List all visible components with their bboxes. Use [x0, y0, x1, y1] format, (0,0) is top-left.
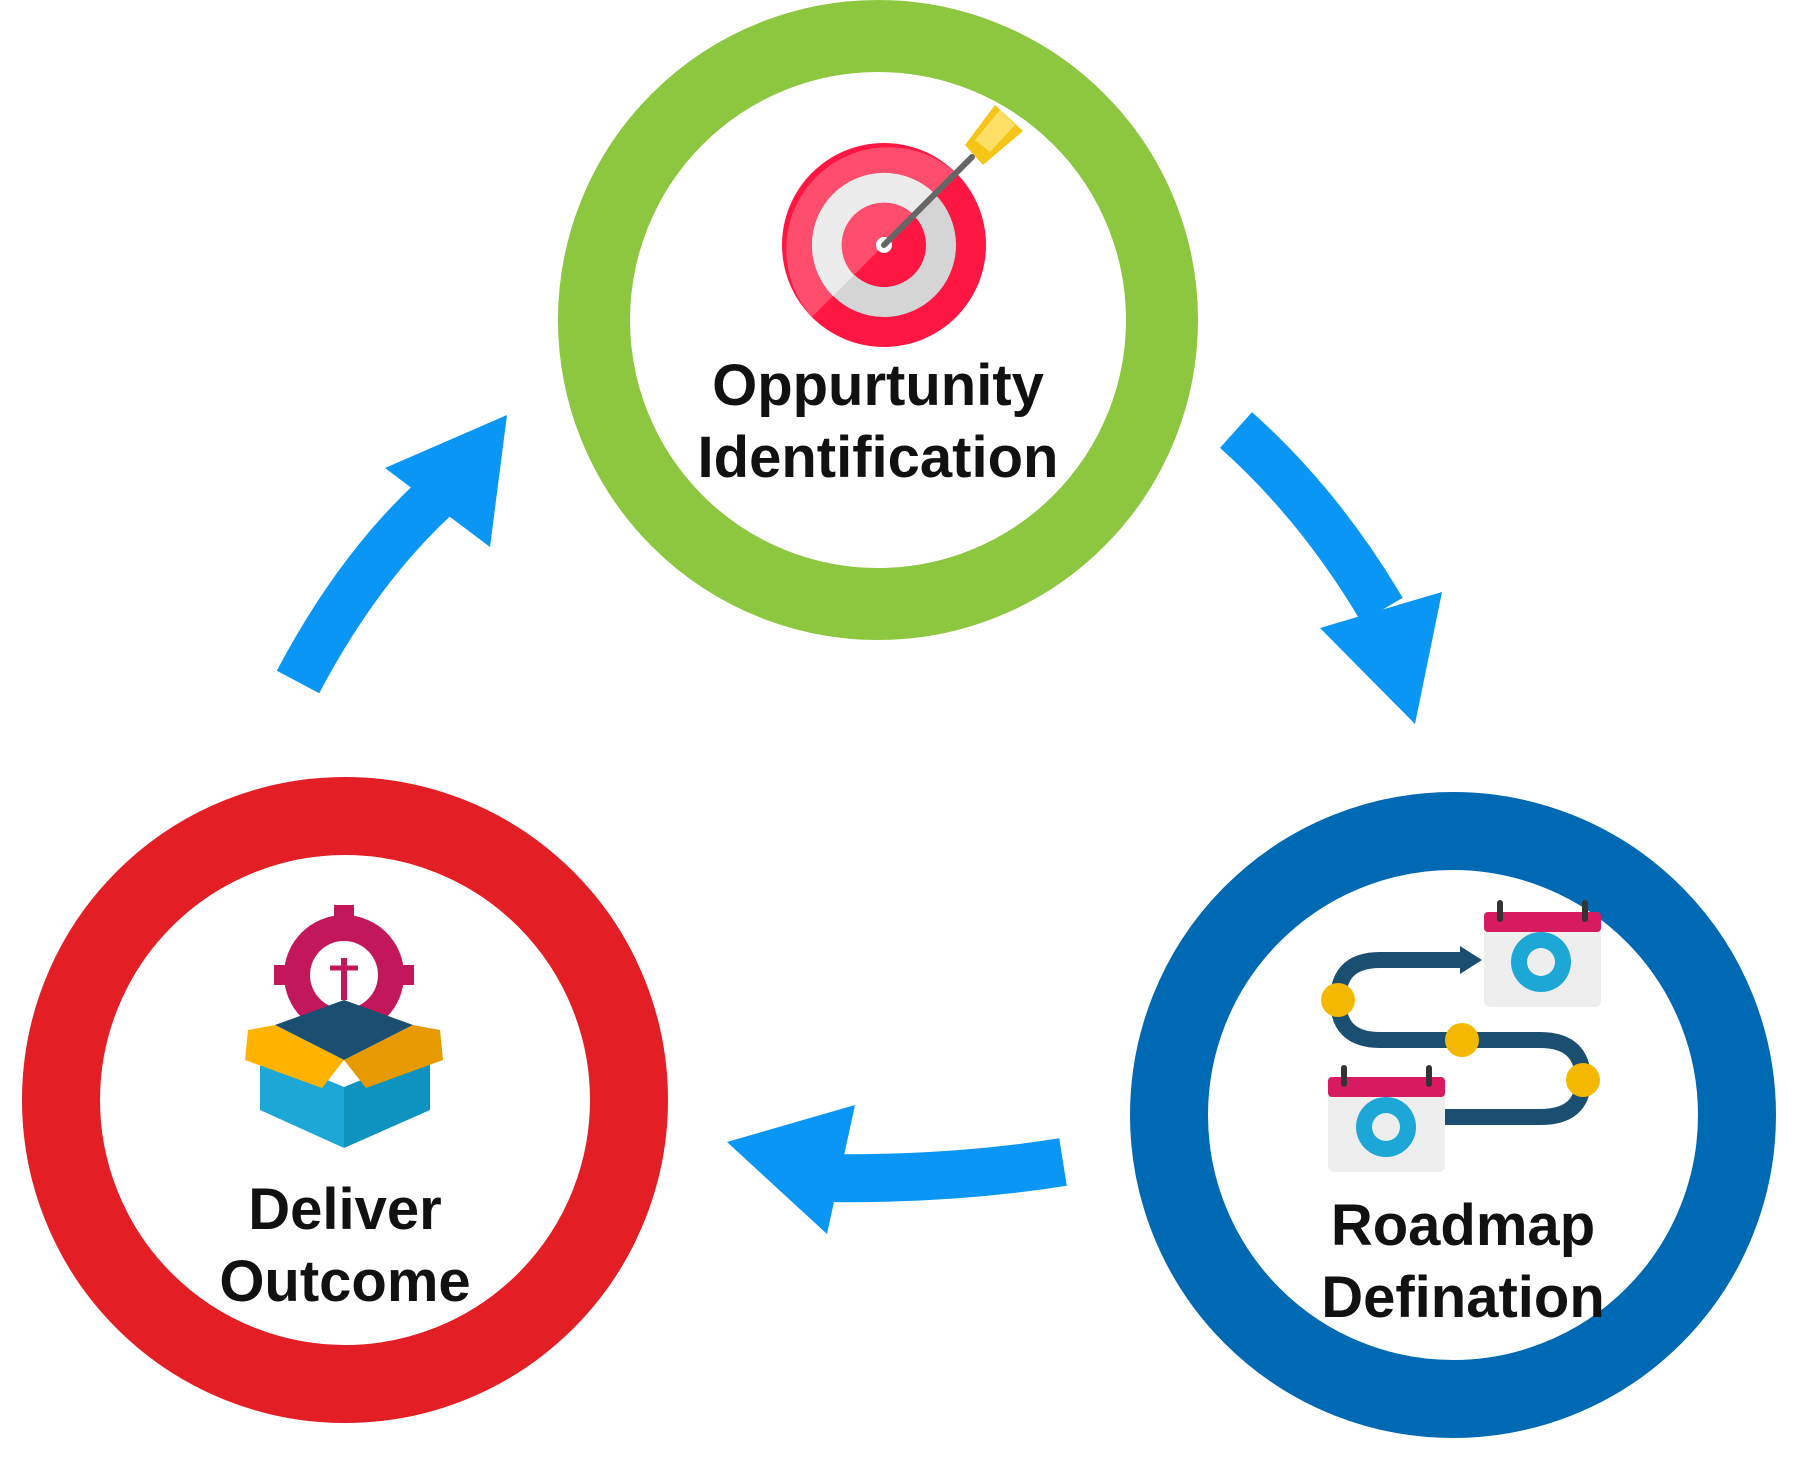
arrow-roadmap-to-deliver: [727, 1105, 1067, 1234]
label-deliver-line-1: Deliver: [248, 1177, 442, 1242]
arrow-shaft: [276, 461, 471, 694]
label-opportunity-line-1: Oppurtunity: [712, 353, 1044, 418]
arrow-head: [727, 1105, 855, 1234]
label-deliver-line-2: Outcome: [219, 1249, 471, 1314]
arrow-shaft: [819, 1138, 1067, 1203]
label-roadmap-line-1: Roadmap: [1330, 1193, 1596, 1258]
arrow-head: [385, 415, 507, 547]
gift-box-icon: [245, 905, 443, 1148]
roadmap-icon: [1321, 900, 1601, 1172]
label-deliver: Deliver Outcome: [115, 1174, 575, 1318]
arrow-deliver-to-opportunity: [276, 415, 507, 694]
label-roadmap: Roadmap Defination: [1233, 1190, 1693, 1334]
arrow-shaft: [1219, 412, 1403, 623]
arrow-opportunity-to-roadmap: [1219, 412, 1442, 724]
target-icon: [782, 105, 1023, 347]
label-opportunity-line-2: Identification: [697, 425, 1059, 490]
label-opportunity: Oppurtunity Identification: [648, 350, 1108, 494]
arrow-head: [1320, 592, 1442, 724]
label-roadmap-line-2: Defination: [1321, 1265, 1605, 1330]
